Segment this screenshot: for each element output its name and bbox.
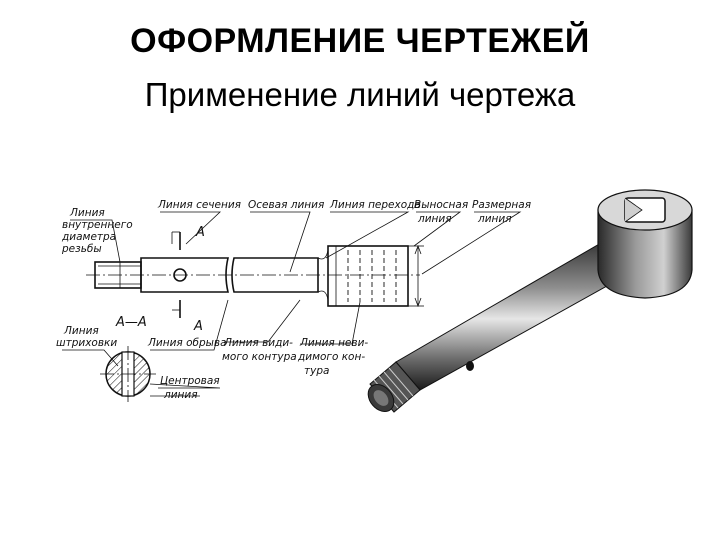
slide-subtitle: Применение линий чертежа [144,76,576,113]
label-extension-1: Выносная [414,199,468,211]
label-hidden-2: димого кон- [297,351,365,363]
label-transition-line: Линия перехода [329,199,421,211]
label-inner-thread-3: диаметра [61,231,116,243]
label-hatch-2: штриховки [56,337,117,349]
shaft-right [231,257,319,293]
label-break-line: Линия обрыва [147,337,227,349]
label-section-line: Линия сечения [157,199,241,211]
label-inner-thread-4: резьбы [61,243,102,255]
label-inner-thread-2: внутреннего [62,219,133,231]
part-3d-render [367,189,693,413]
label-hatch-1: Линия [63,325,99,337]
technical-drawing: Линия внутреннего диаметра резьбы Линия … [56,199,531,402]
label-visible-1: Линия види- [223,337,293,349]
label-hidden-1: Линия неви- [299,337,368,349]
label-inner-thread-1: Линия [69,207,105,219]
label-dimension-1: Размерная [472,199,531,211]
label-center-2: линия [163,389,198,401]
label-section-name: А—А [115,315,147,330]
label-axis-line: Осевая линия [248,199,324,211]
drawing-head [327,245,409,307]
label-center-1: Центровая [160,375,220,387]
label-visible-2: мого контура [222,351,297,363]
label-section-mark-bottom: А [193,319,203,334]
slide-title: ОФОРМЛЕНИЕ ЧЕРТЕЖЕЙ [130,22,590,60]
label-hidden-3: тура [304,365,329,377]
label-dimension-2: линия [477,213,512,225]
label-section-mark-top: А [195,225,205,240]
shaft-left [140,257,230,293]
label-extension-2: линия [417,213,452,225]
hole [173,268,187,282]
